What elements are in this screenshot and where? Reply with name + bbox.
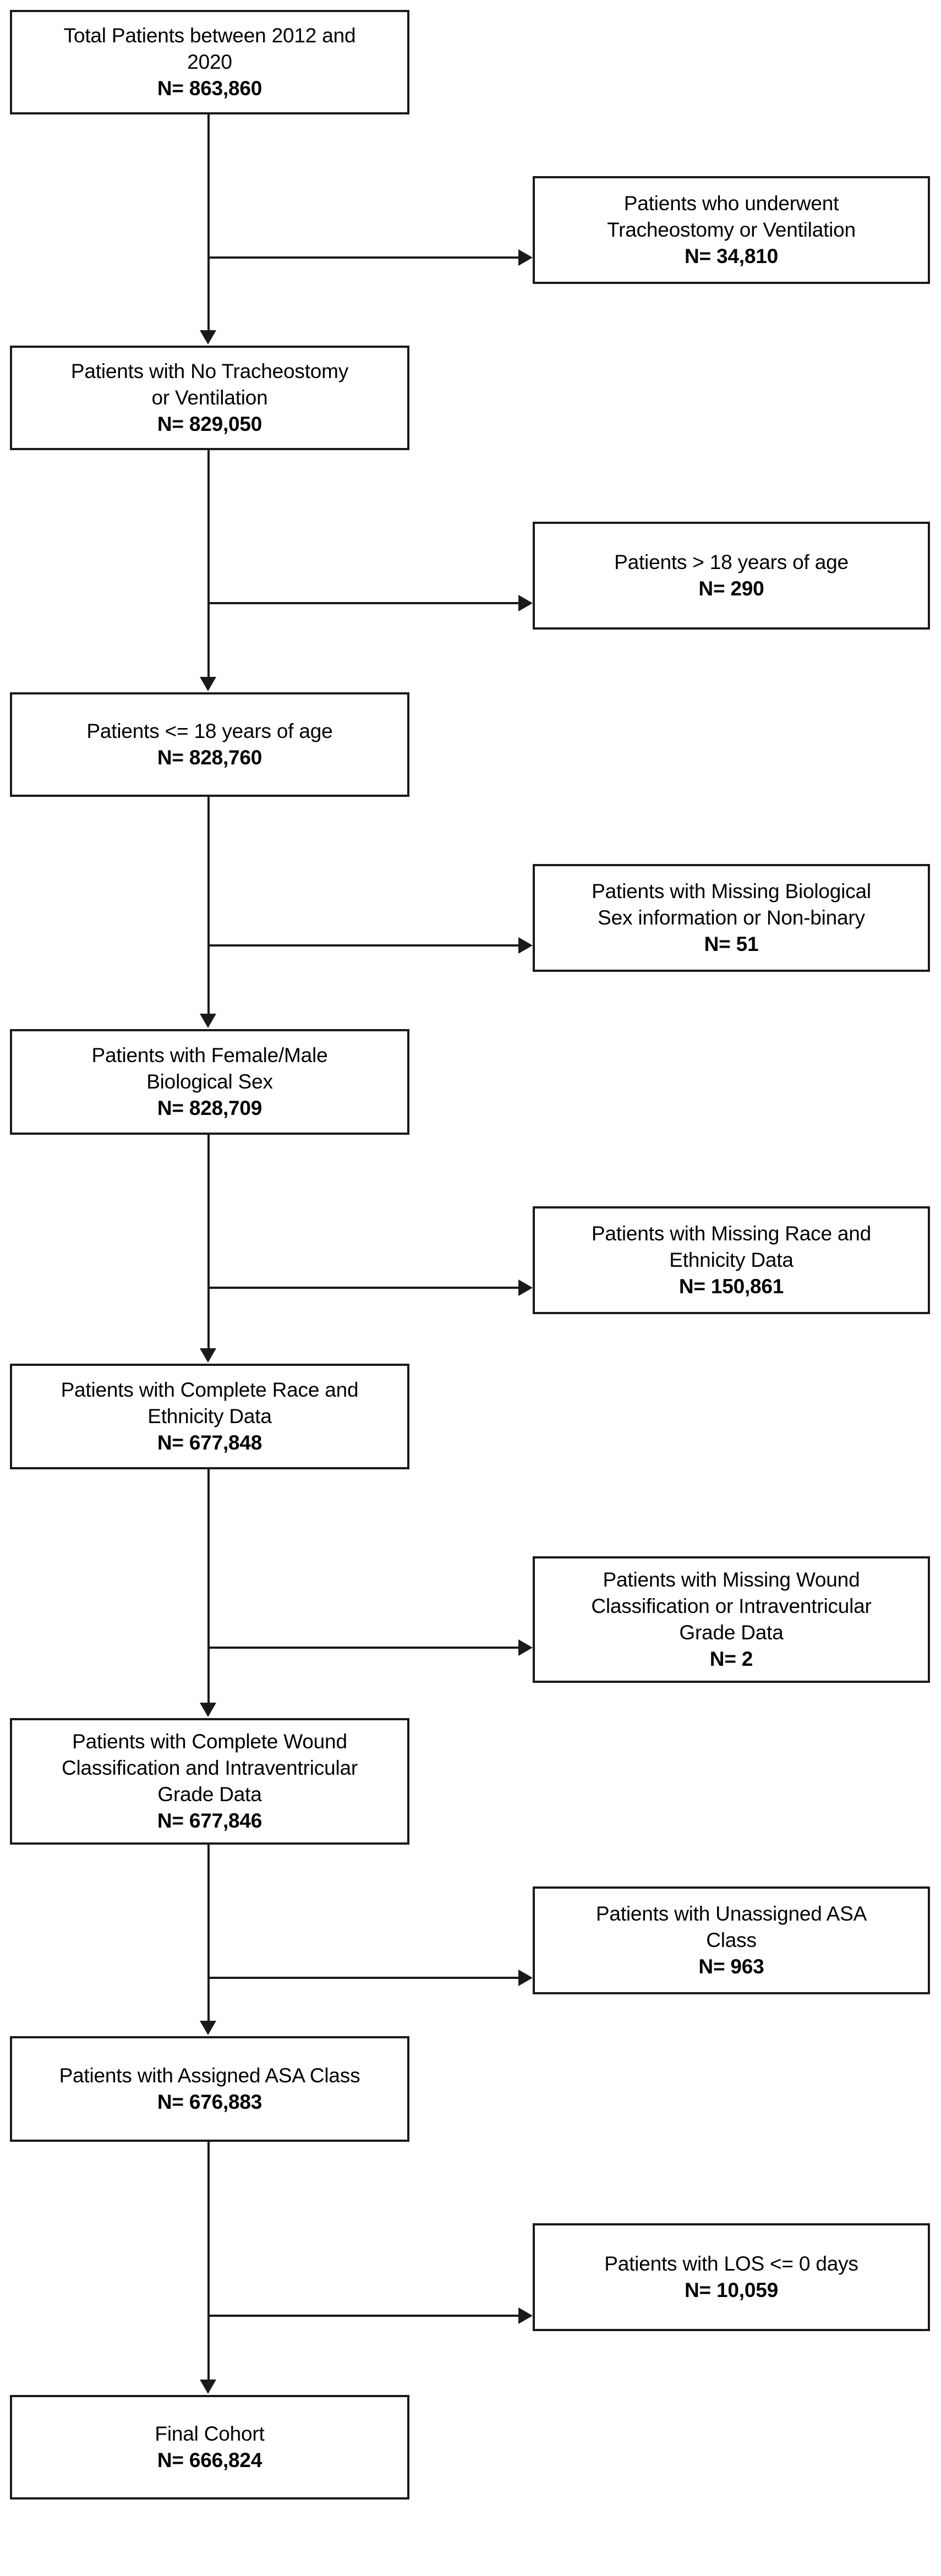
node-line: Patients with Unassigned ASA [595, 1902, 867, 1925]
node-total-patients[interactable]: Total Patients between 2012 and 2020 N= … [10, 10, 409, 114]
node-line: Biological Sex [146, 1070, 273, 1093]
connector-branch-6 [207, 1977, 518, 1979]
arrow-right-icon-2 [518, 595, 533, 611]
node-line: Total Patients between 2012 and [63, 24, 356, 47]
node-line: Classification and Intraventricular [62, 1756, 358, 1779]
arrow-right-icon-4 [518, 1279, 533, 1296]
connector-vertical-7 [207, 2142, 210, 2381]
connector-vertical-5 [207, 1469, 210, 1704]
node-count: N= 828,760 [157, 746, 262, 769]
node-count: N= 676,883 [157, 2091, 262, 2113]
node-missing-wound-ivh[interactable]: Patients with Missing Wound Classificati… [533, 1556, 930, 1683]
arrow-right-icon-7 [518, 2307, 533, 2324]
node-line: Classification or Intraventricular [591, 1594, 872, 1617]
node-line: Patients with LOS <= 0 days [604, 2252, 858, 2275]
node-line: Grade Data [679, 1621, 784, 1644]
node-line: Patients <= 18 years of age [86, 719, 333, 742]
arrow-right-icon-1 [518, 249, 533, 266]
connector-branch-4 [207, 1287, 518, 1289]
node-los-le-0[interactable]: Patients with LOS <= 0 days N= 10,059 [533, 2223, 930, 2331]
node-line: Patients > 18 years of age [614, 550, 849, 573]
node-line: Grade Data [157, 1783, 262, 1806]
node-line: Patients with Complete Wound [72, 1730, 347, 1753]
node-line: Class [706, 1928, 757, 1951]
arrow-down-icon-7 [200, 2380, 216, 2394]
connector-vertical-6 [207, 1845, 210, 2022]
node-line: Ethnicity Data [669, 1248, 794, 1271]
connector-branch-1 [207, 256, 518, 259]
node-count: N= 677,846 [157, 1809, 262, 1833]
arrow-down-icon-5 [200, 1703, 216, 1717]
node-count: N= 829,050 [157, 413, 262, 436]
node-unassigned-asa[interactable]: Patients with Unassigned ASA Class N= 96… [533, 1886, 930, 1994]
node-line: Tracheostomy or Ventilation [607, 218, 856, 241]
node-line: 2020 [187, 50, 232, 73]
node-count: N= 290 [698, 577, 764, 600]
node-complete-race-ethnicity[interactable]: Patients with Complete Race and Ethnicit… [10, 1364, 409, 1469]
arrow-right-icon-3 [518, 937, 533, 954]
arrow-right-icon-5 [518, 1639, 533, 1656]
arrow-down-icon-4 [200, 1348, 216, 1363]
arrow-down-icon-6 [200, 2021, 216, 2035]
node-line: Patients with Female/Male [91, 1043, 328, 1067]
node-line: Patients with Complete Race and [61, 1378, 359, 1401]
node-line: Patients with Missing Race and [591, 1222, 872, 1245]
node-count: N= 51 [704, 933, 759, 956]
node-count: N= 2 [709, 1648, 753, 1671]
connector-branch-3 [207, 944, 518, 947]
arrow-down-icon-2 [200, 677, 216, 691]
node-count: N= 863,860 [157, 77, 262, 100]
node-missing-race-ethnicity[interactable]: Patients with Missing Race and Ethnicity… [533, 1206, 930, 1314]
connector-vertical-3 [207, 797, 210, 1015]
node-line: Patients who underwent [623, 192, 839, 215]
node-assigned-asa[interactable]: Patients with Assigned ASA Class N= 676,… [10, 2036, 409, 2142]
node-count: N= 34,810 [685, 245, 778, 268]
connector-vertical-2 [207, 450, 210, 678]
node-line: Final Cohort [155, 2422, 265, 2445]
node-age-gt-18[interactable]: Patients > 18 years of age N= 290 [533, 522, 930, 630]
node-count: N= 828,709 [157, 1097, 262, 1120]
node-complete-wound-ivh[interactable]: Patients with Complete Wound Classificat… [10, 1718, 409, 1845]
node-female-male-sex[interactable]: Patients with Female/Male Biological Sex… [10, 1029, 409, 1135]
node-line: Patients with No Tracheostomy [70, 359, 349, 382]
node-age-le-18[interactable]: Patients <= 18 years of age N= 828,760 [10, 692, 409, 797]
connector-branch-2 [207, 602, 518, 604]
node-missing-sex[interactable]: Patients with Missing Biological Sex inf… [533, 864, 930, 972]
node-line: Patients with Missing Wound [603, 1568, 860, 1591]
connector-vertical-4 [207, 1135, 210, 1349]
node-line: or Ventilation [151, 386, 268, 409]
node-line: Ethnicity Data [147, 1404, 272, 1428]
node-count: N= 666,824 [157, 2449, 262, 2471]
node-line: Patients with Assigned ASA Class [59, 2064, 360, 2087]
connector-vertical-1 [207, 114, 210, 331]
arrow-down-icon-1 [200, 330, 216, 344]
arrow-right-icon-6 [518, 1970, 533, 1986]
node-no-trach-vent[interactable]: Patients with No Tracheostomy or Ventila… [10, 346, 409, 450]
connector-branch-5 [207, 1647, 518, 1649]
arrow-down-icon-3 [200, 1014, 216, 1028]
node-final-cohort[interactable]: Final Cohort N= 666,824 [10, 2395, 409, 2500]
node-line: Sex information or Non-binary [598, 906, 865, 929]
node-count: N= 677,848 [157, 1431, 262, 1454]
node-line: Patients with Missing Biological [592, 879, 871, 903]
node-count: N= 10,059 [685, 2279, 778, 2301]
node-count: N= 963 [698, 1955, 764, 1978]
node-underwent-trach-vent[interactable]: Patients who underwent Tracheostomy or V… [533, 176, 930, 284]
node-count: N= 150,861 [679, 1275, 784, 1298]
connector-branch-7 [207, 2315, 518, 2317]
